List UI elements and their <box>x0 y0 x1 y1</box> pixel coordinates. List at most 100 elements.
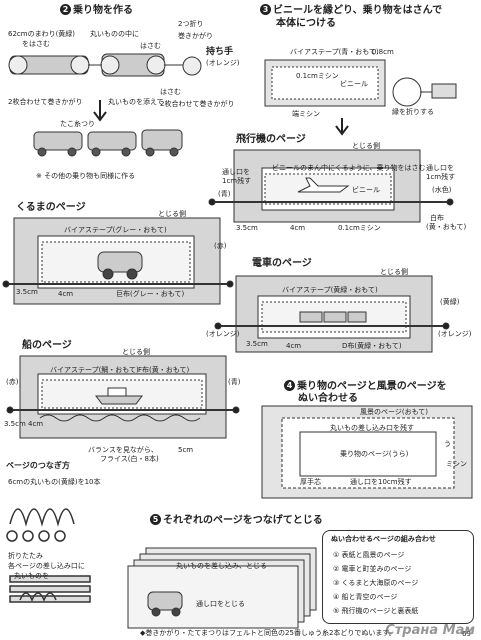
sec2-label-62cm: 62cmのまわり(黄緑) <box>8 30 76 38</box>
sec3-title-line2: 本体につける <box>276 18 336 29</box>
sec2-label-mochite: 持ち手 <box>206 47 234 57</box>
connect-label-6cm: 6cmの丸いもの(黄緑)を10本 <box>8 478 101 486</box>
footer-note: ◆巻きかがり・たてまつりはフェルトと同色の25番しゅう糸2本どりでぬいます。 <box>140 629 396 637</box>
combo-title: ぬい合わせるページの組み合わせ <box>331 535 436 543</box>
sec4-label-atsu: 厚手芯 <box>300 478 321 486</box>
sec2-label-2mai: 2枚合わせて巻きかがり <box>8 98 83 106</box>
plane-page-diagram <box>208 149 454 223</box>
combo-item: ④ 船と青空のページ <box>333 593 398 601</box>
plane-label-01: 0.1cmミシン <box>338 224 381 232</box>
sec2-label-hasamu: をはさむ <box>22 40 50 48</box>
sec2-label-hasamu2: はさむ <box>140 42 161 50</box>
plane-label-left-1cm: 1cm残す <box>222 177 252 185</box>
ship-page-diagram <box>6 355 240 439</box>
car-page-diagram <box>2 217 234 305</box>
ship-label-balance: バランスを見ながら、 <box>88 446 158 454</box>
plane-label-35: 3.5cm <box>236 224 258 232</box>
car-label-aka: (赤) <box>214 242 227 250</box>
sec2-title-text: 乗り物を作る <box>73 5 133 16</box>
sec3-vinyl-diagram <box>264 59 457 107</box>
sec3-label-vinyl: ビニール <box>340 80 368 88</box>
page-number: 69 <box>462 630 471 638</box>
sec2-label-marui: 丸いものの中に <box>90 30 139 38</box>
ship-label-aka: (赤) <box>6 378 19 386</box>
sec4-title-line2: ぬい合わせる <box>298 393 358 404</box>
train-page-diagram <box>214 275 450 353</box>
sec4-panel-diagram <box>261 405 473 499</box>
train-title: 電車のページ <box>252 258 312 269</box>
sec3-title-line1: ビニールを縁どり、乗り物をはさんで <box>273 5 443 16</box>
ship-label-4: 4cm <box>28 420 44 428</box>
connect-label-oritaji: 折りたたみ <box>8 552 43 560</box>
sec4-label-mishin: ミシン <box>446 460 467 468</box>
connect-diagram <box>6 508 91 603</box>
sec2-label-tako: たこ糸つり <box>60 120 95 128</box>
ship-label-f: F布(黄・おもて) <box>138 366 190 374</box>
step-4-badge: 4 <box>284 380 295 391</box>
car-label-4: 4cm <box>58 290 74 298</box>
plane-label-1cm: 1cm残す <box>426 173 456 181</box>
plane-label-kiiro: (黄・おもて) <box>426 223 467 231</box>
sec4-label-torikomi: 丸いもの差し込み口を残す <box>330 424 414 432</box>
combo-box: ぬい合わせるページの組み合わせ ① 表紙と風景のページ ② 電車と町並みのページ… <box>322 530 474 624</box>
train-label-bias: バイアステープ(黄緑・おもて) <box>282 286 378 294</box>
sec3-label-hashi: 端ミシン <box>292 110 320 118</box>
sec2-label-hasamu3: はさむ <box>160 88 181 96</box>
sec2-label-orange: (オレンジ) <box>206 59 240 67</box>
sec5-stack-diagram <box>127 547 317 629</box>
connect-label-sashi: 各ページの差し込み口に <box>8 562 85 570</box>
sec2-label-makikagari: 巻きかがり <box>178 32 213 40</box>
step-2-badge: 2 <box>60 4 71 15</box>
plane-label-mizu: (水色) <box>432 186 452 194</box>
connect-title: ページのつなぎ方 <box>6 461 70 470</box>
ship-label-35: 3.5cm <box>4 420 26 428</box>
sec2-label-2tsuori: 2つ折り <box>178 20 204 28</box>
ship-label-ao: (青) <box>228 378 241 386</box>
sec3-label-01: 0.1cmミシン <box>296 72 339 80</box>
train-label-tojiru: とじる側 <box>380 268 408 276</box>
plane-label-tojiru: とじる側 <box>352 142 380 150</box>
sec4-title-line1: 乗り物のページと風景のページを <box>297 381 447 392</box>
sec3-label-08: 0.8cm <box>372 48 394 56</box>
sec2-train-top <box>8 53 202 77</box>
plane-title: 飛行機のページ <box>236 134 306 145</box>
connect-label-marui: 丸いものを <box>14 572 49 580</box>
ship-label-bias: バイアステープ(鯛・おもて) <box>50 366 139 374</box>
plane-label-vinyl: ビニール <box>352 186 380 194</box>
sec4-label-tsuu: 通し口を10cm残す <box>350 478 412 486</box>
watermark: Страна Мам <box>385 623 475 638</box>
combo-item: ⑤ 飛行機のページと裏表紙 <box>333 607 419 615</box>
plane-label-4: 4cm <box>290 224 306 232</box>
sec3-label-fuchi: 縁を折りする <box>392 108 434 116</box>
ship-label-5cm: 5cm <box>178 446 194 454</box>
combo-item: ① 表紙と風景のページ <box>333 551 405 559</box>
train-label-d: D布(黄緑・おもて) <box>342 342 402 350</box>
sec5-label-tojiru: 通し口をとじる <box>196 600 245 608</box>
plane-label-shiro: 白布 <box>430 214 444 222</box>
plane-label-center: ビニールのまん中にくるように、乗り物をはさむ <box>272 164 426 172</box>
sec5-title-text: それぞれのページをつなげてとじる <box>163 515 323 526</box>
train-label-orange-l: (オレンジ) <box>206 330 240 338</box>
train-label-orange-r: (オレンジ) <box>438 330 472 338</box>
sec2-label-2mai2: 2枚合わせて巻きかがり <box>160 100 235 108</box>
plane-label-ao: (青) <box>218 190 231 198</box>
train-label-kimidori: (黄緑) <box>440 298 460 306</box>
ship-label-frise: フライス(白・8本) <box>100 455 159 463</box>
sec5-label-sashikomi: 丸いものを差し込み、とじる <box>176 562 267 570</box>
sec2-note: ※ その他の乗り物も同様に作る <box>36 172 136 180</box>
ship-title: 船のページ <box>22 340 72 351</box>
car-title: くるまのページ <box>16 202 86 213</box>
plane-label-tsuu: 通し口を <box>426 164 454 172</box>
sec3-label-bias: バイアステープ(青・おもて) <box>290 48 379 56</box>
train-label-4: 4cm <box>286 342 302 350</box>
sec2-train-bottom <box>33 129 183 157</box>
ship-label-tojiru: とじる側 <box>122 348 150 356</box>
sec2-label-marui2: 丸いものを添えて <box>108 98 164 106</box>
car-label-tojiru: とじる側 <box>158 210 186 218</box>
combo-item: ③ くるまと大海原のページ <box>333 579 419 587</box>
